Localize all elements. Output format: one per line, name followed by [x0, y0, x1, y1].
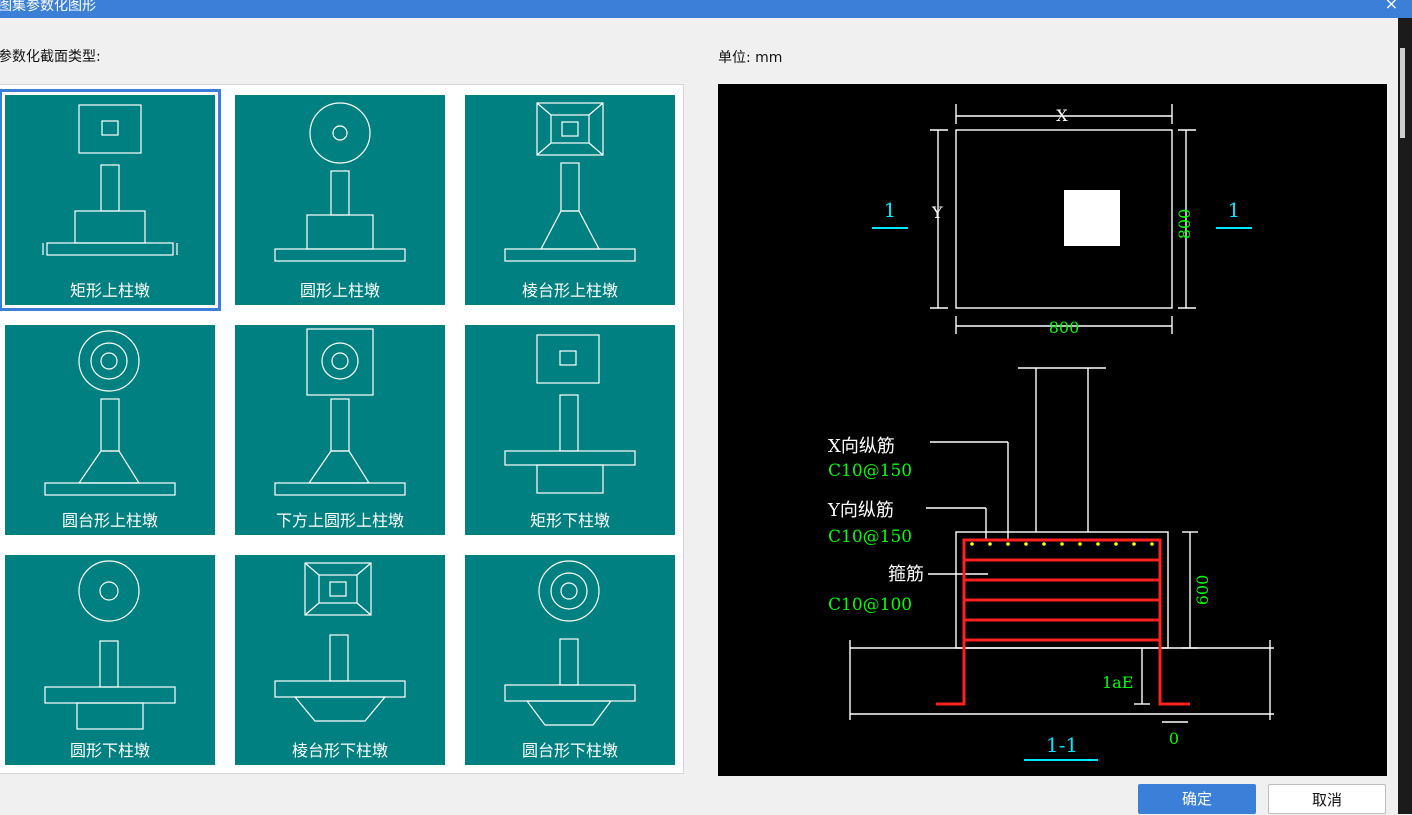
rebar-cage	[936, 538, 1190, 706]
section-type-label: 参数化截面类型:	[0, 49, 101, 65]
tile-label: 圆形上柱墩	[299, 281, 380, 300]
tile-body: 矩形下柱墩	[465, 325, 675, 535]
plan-column-square	[1064, 190, 1120, 246]
lae-label: 1aE	[1102, 673, 1133, 692]
window-title: 图集参数化图形	[0, 0, 96, 14]
rect-lower-pier-icon	[504, 334, 636, 494]
tile-square-round-upper-pier[interactable]: 下方上圆形上柱墩	[225, 315, 455, 545]
confirm-button[interactable]: 确定	[1138, 784, 1256, 814]
tile-body: 圆台形上柱墩	[5, 325, 215, 535]
dim-800-bottom: 800	[1049, 318, 1080, 337]
tile-label: 圆形下柱墩	[69, 741, 150, 760]
dim-y-label: Y	[931, 203, 943, 222]
stirrup-label: 箍筋	[888, 564, 924, 585]
x-rebar-value: C10@150	[828, 461, 912, 481]
tile-label: 棱台形上柱墩	[521, 281, 618, 300]
preview-drawing: X Y 800 800 1 1 X向纵筋 C10@150 Y向纵筋 C10@15…	[827, 104, 1274, 761]
section-mark-left: 1	[884, 198, 897, 222]
tile-label: 矩形下柱墩	[529, 511, 610, 530]
tile-body: 矩形上柱墩	[0, 89, 221, 311]
rebar-dots	[970, 542, 1154, 546]
tile-label: 下方上圆形上柱墩	[275, 511, 404, 530]
conical-lower-pier-icon	[504, 560, 636, 726]
zero-label: 0	[1169, 729, 1179, 748]
tile-rect-lower-pier[interactable]: 矩形下柱墩	[455, 315, 685, 545]
tile-body: 圆形上柱墩	[235, 95, 445, 305]
tile-round-lower-pier[interactable]: 圆形下柱墩	[0, 545, 225, 775]
x-rebar-label: X向纵筋	[828, 436, 895, 457]
tile-body: 圆台形下柱墩	[465, 555, 675, 765]
tile-label: 圆台形上柱墩	[61, 511, 158, 530]
frustum-upper-pier-icon	[504, 102, 636, 262]
tile-label: 圆台形下柱墩	[521, 741, 618, 760]
tile-body: 下方上圆形上柱墩	[235, 325, 445, 535]
round-upper-pier-icon	[274, 102, 406, 262]
tile-body: 棱台形下柱墩	[235, 555, 445, 765]
tile-rect-upper-pier[interactable]: 矩形上柱墩	[0, 85, 225, 315]
title-bar: 图集参数化图形 ×	[0, 0, 1412, 18]
y-rebar-value: C10@150	[828, 527, 912, 547]
conical-upper-pier-icon	[44, 330, 176, 496]
tile-body: 棱台形上柱墩	[465, 95, 675, 305]
unit-label: 单位: mm	[718, 50, 783, 66]
tile-round-upper-pier[interactable]: 圆形上柱墩	[225, 85, 455, 315]
close-icon[interactable]: ×	[1384, 0, 1398, 13]
tile-conical-upper-pier[interactable]: 圆台形上柱墩	[0, 315, 225, 545]
frustum-lower-pier-icon	[274, 562, 406, 722]
tile-frustum-lower-pier[interactable]: 棱台形下柱墩	[225, 545, 455, 775]
tile-label: 矩形上柱墩	[69, 281, 150, 300]
dim-800-right: 800	[1175, 209, 1194, 240]
background-window-edge	[1398, 18, 1412, 814]
section-mark-right: 1	[1228, 198, 1241, 222]
round-lower-pier-icon	[44, 560, 176, 730]
square-round-upper-pier-icon	[274, 328, 406, 496]
preview-panel: X Y 800 800 1 1 X向纵筋 C10@150 Y向纵筋 C10@15…	[718, 84, 1387, 776]
tile-label: 棱台形下柱墩	[291, 741, 388, 760]
tile-conical-lower-pier[interactable]: 圆台形下柱墩	[455, 545, 685, 775]
stirrup-value: C10@100	[828, 595, 912, 615]
cancel-button[interactable]: 取消	[1268, 784, 1386, 814]
plan-outline	[955, 129, 1173, 309]
rect-upper-pier-icon	[42, 104, 178, 256]
height-dim: 600	[1193, 575, 1212, 606]
y-rebar-label: Y向纵筋	[827, 500, 894, 521]
section-title: 1-1	[1046, 733, 1078, 757]
tile-body: 圆形下柱墩	[5, 555, 215, 765]
tile-frustum-upper-pier[interactable]: 棱台形上柱墩	[455, 85, 685, 315]
section-type-grid: 矩形上柱墩 圆形上柱墩 棱台形上柱墩	[0, 84, 684, 774]
dim-x-label: X	[1056, 106, 1068, 125]
